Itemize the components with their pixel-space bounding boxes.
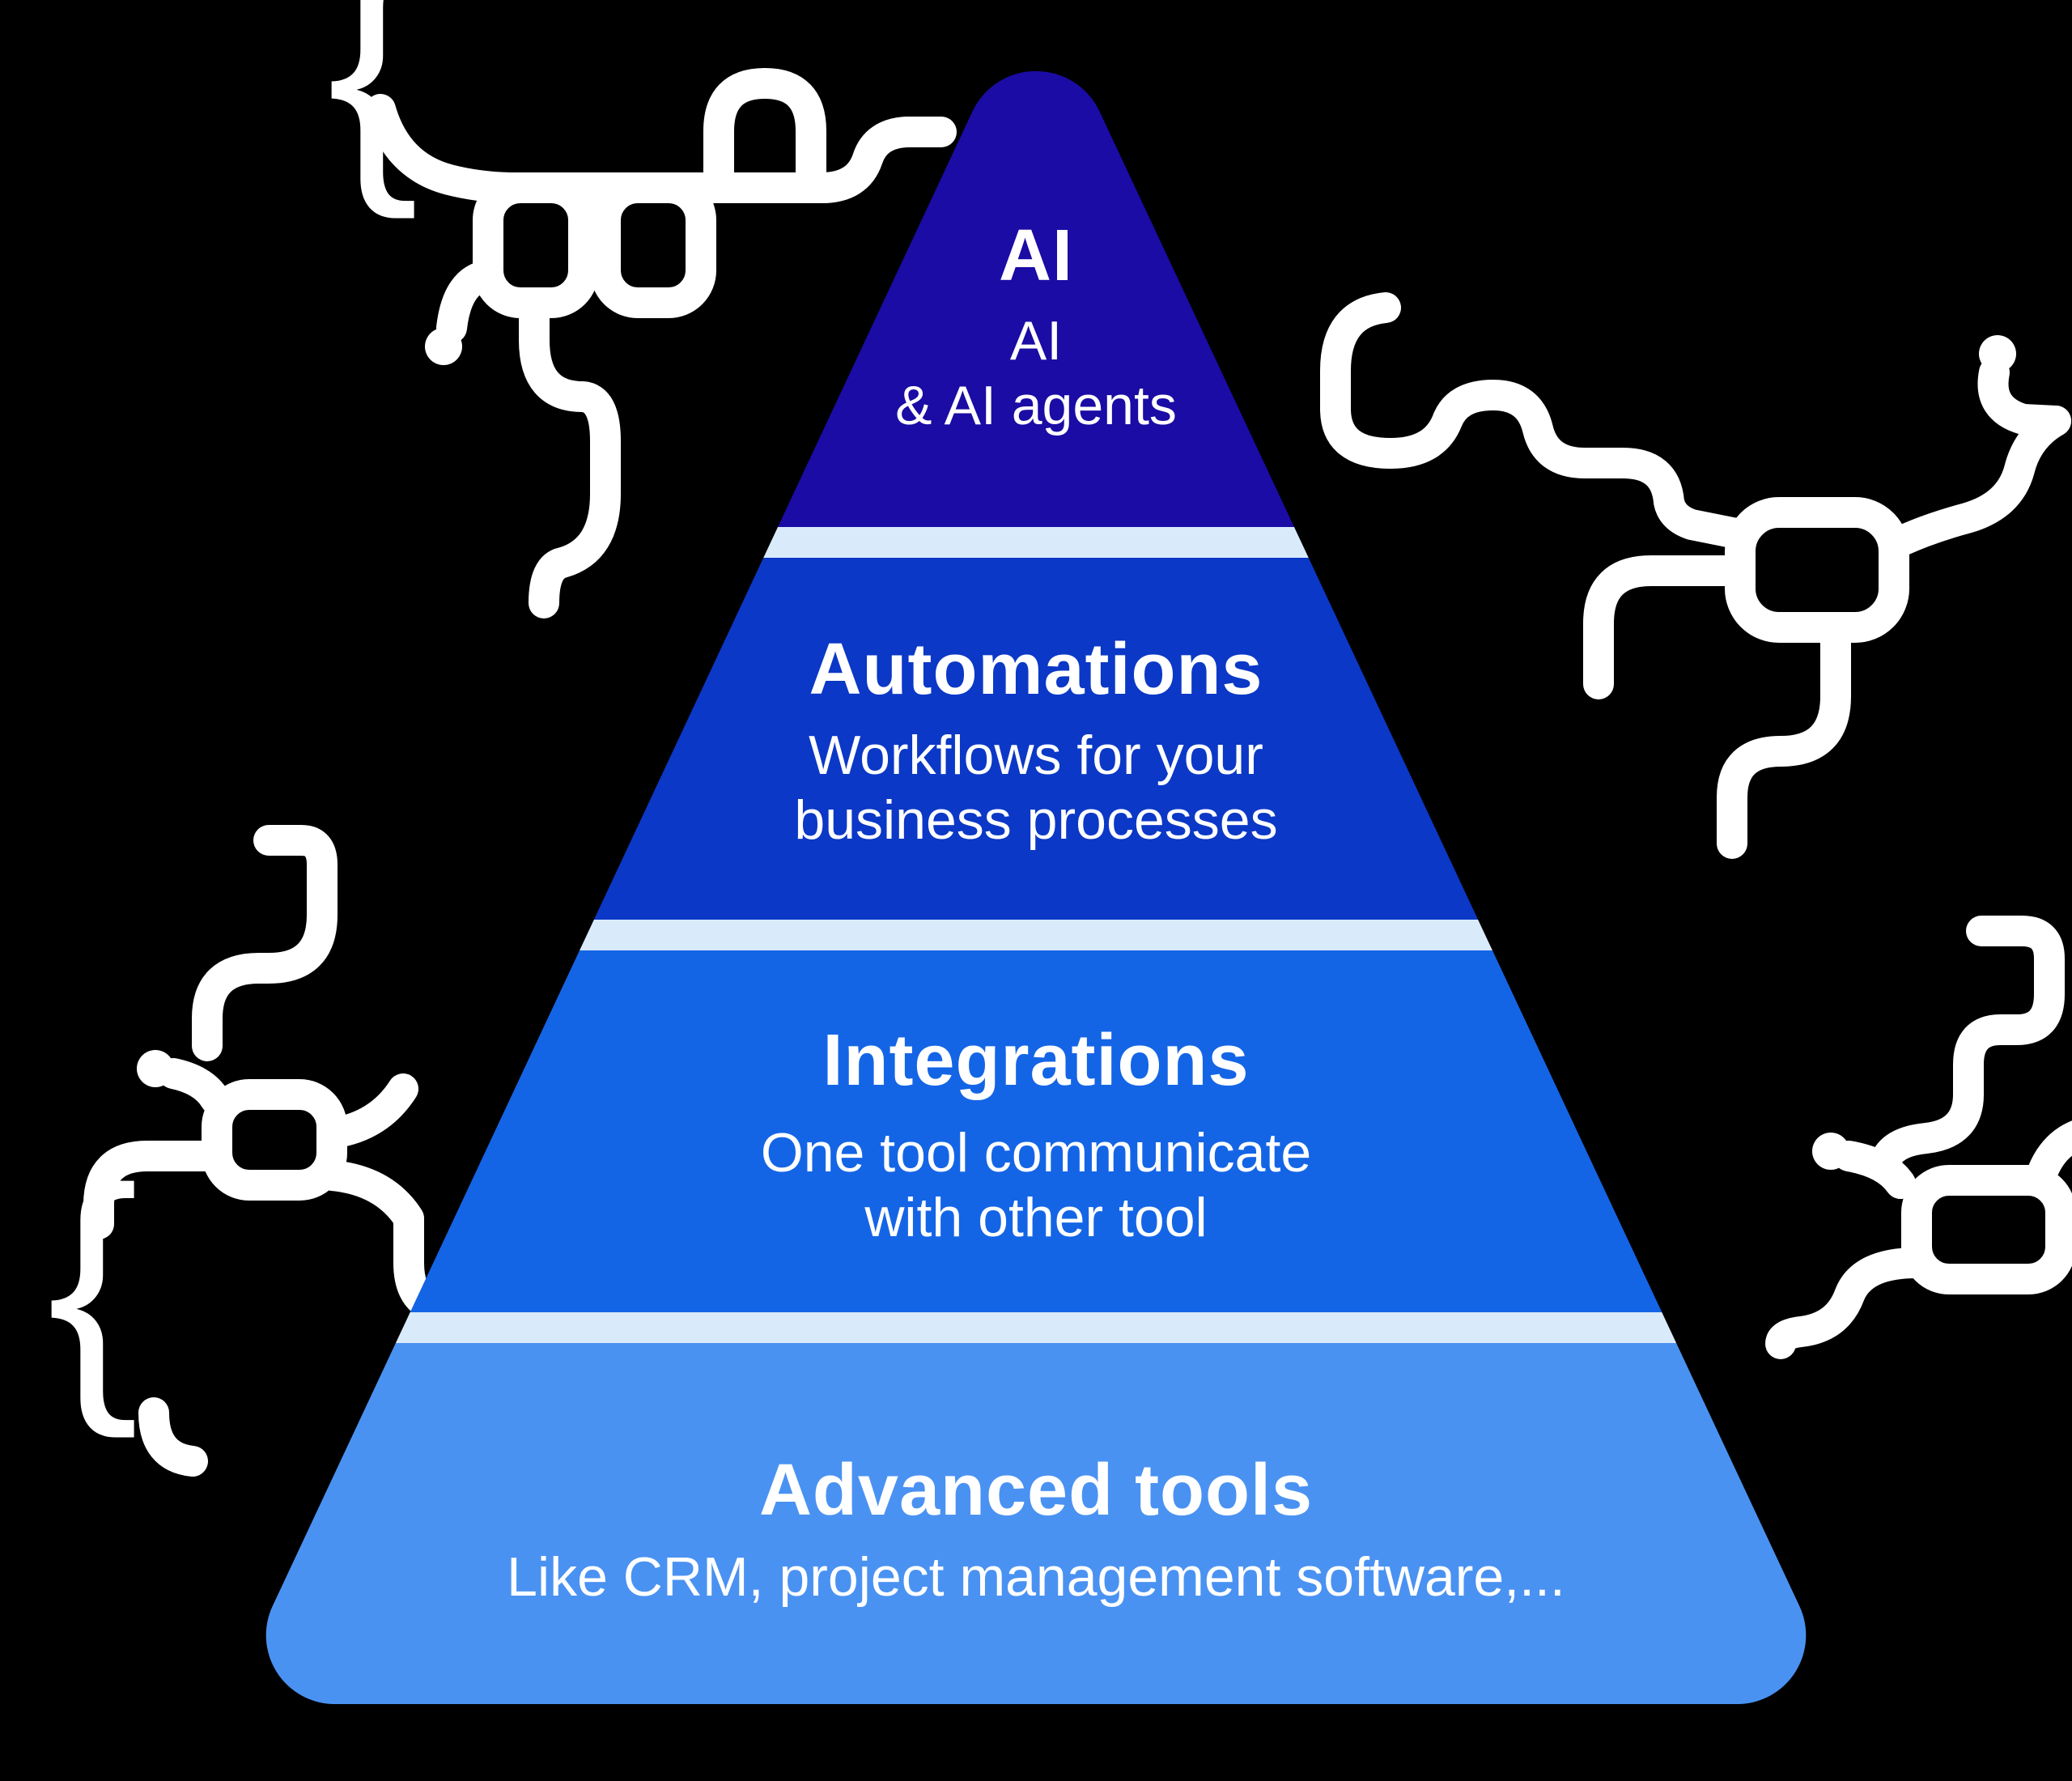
- curly-brace-bottom-left-icon: {: [47, 1132, 139, 1440]
- doodle-edge-arm: [2024, 1120, 2072, 1196]
- decoration-strokes: [83, 68, 2072, 1477]
- doodle-arch: [703, 68, 826, 203]
- doodle-right-squiggle: [1320, 292, 1756, 550]
- doodle-left-arm: [1583, 555, 1756, 699]
- doodle-left-arm: [83, 1141, 232, 1239]
- decoration-fills: { {: [47, 0, 2016, 1440]
- doodle-notch-curve: [1887, 406, 2071, 556]
- doodle-right-arm: [316, 1160, 444, 1320]
- connector-dot: [1812, 1133, 1849, 1170]
- connector-dot: [137, 1050, 174, 1087]
- doodle-tail: [519, 287, 621, 618]
- level-4-subtitle: Like CRM, project management software,..…: [507, 1546, 1565, 1608]
- doodle-edge-arm: [2045, 1199, 2072, 1231]
- connector-dot: [1979, 335, 2016, 372]
- level-1-subtitle: AI & AI agents: [895, 310, 1177, 437]
- doodle-right-arm: [316, 1073, 418, 1149]
- doodle-dot-link: [1833, 1141, 1916, 1199]
- level-3-subtitle: One tool communicate with other tool: [760, 1122, 1312, 1249]
- doodle-dot-link: [436, 260, 503, 343]
- level-4-title: Advanced tools: [758, 1450, 1314, 1531]
- pyramid-level-4-band: [265, 1343, 1807, 1704]
- level-1-title: AI: [999, 215, 1073, 296]
- level-3-title: Integrations: [822, 1020, 1250, 1101]
- curly-brace-top-left-icon: {: [327, 0, 419, 221]
- doodle-hook: [1870, 916, 2065, 1175]
- level-2-subtitle: Workflows for your business processes: [794, 725, 1278, 852]
- doodle-tail: [1765, 1248, 1932, 1359]
- doodle-node: [590, 172, 716, 318]
- doodle-dot-curve: [1977, 357, 2071, 436]
- doodle-tail: [138, 1397, 208, 1477]
- connector-dot: [425, 328, 462, 365]
- level-2-title: Automations: [809, 629, 1263, 710]
- pyramid-divider: [265, 1312, 1807, 1343]
- doodle-bottom-tail: [1717, 612, 1851, 859]
- doodle-s-curve: [192, 825, 338, 1061]
